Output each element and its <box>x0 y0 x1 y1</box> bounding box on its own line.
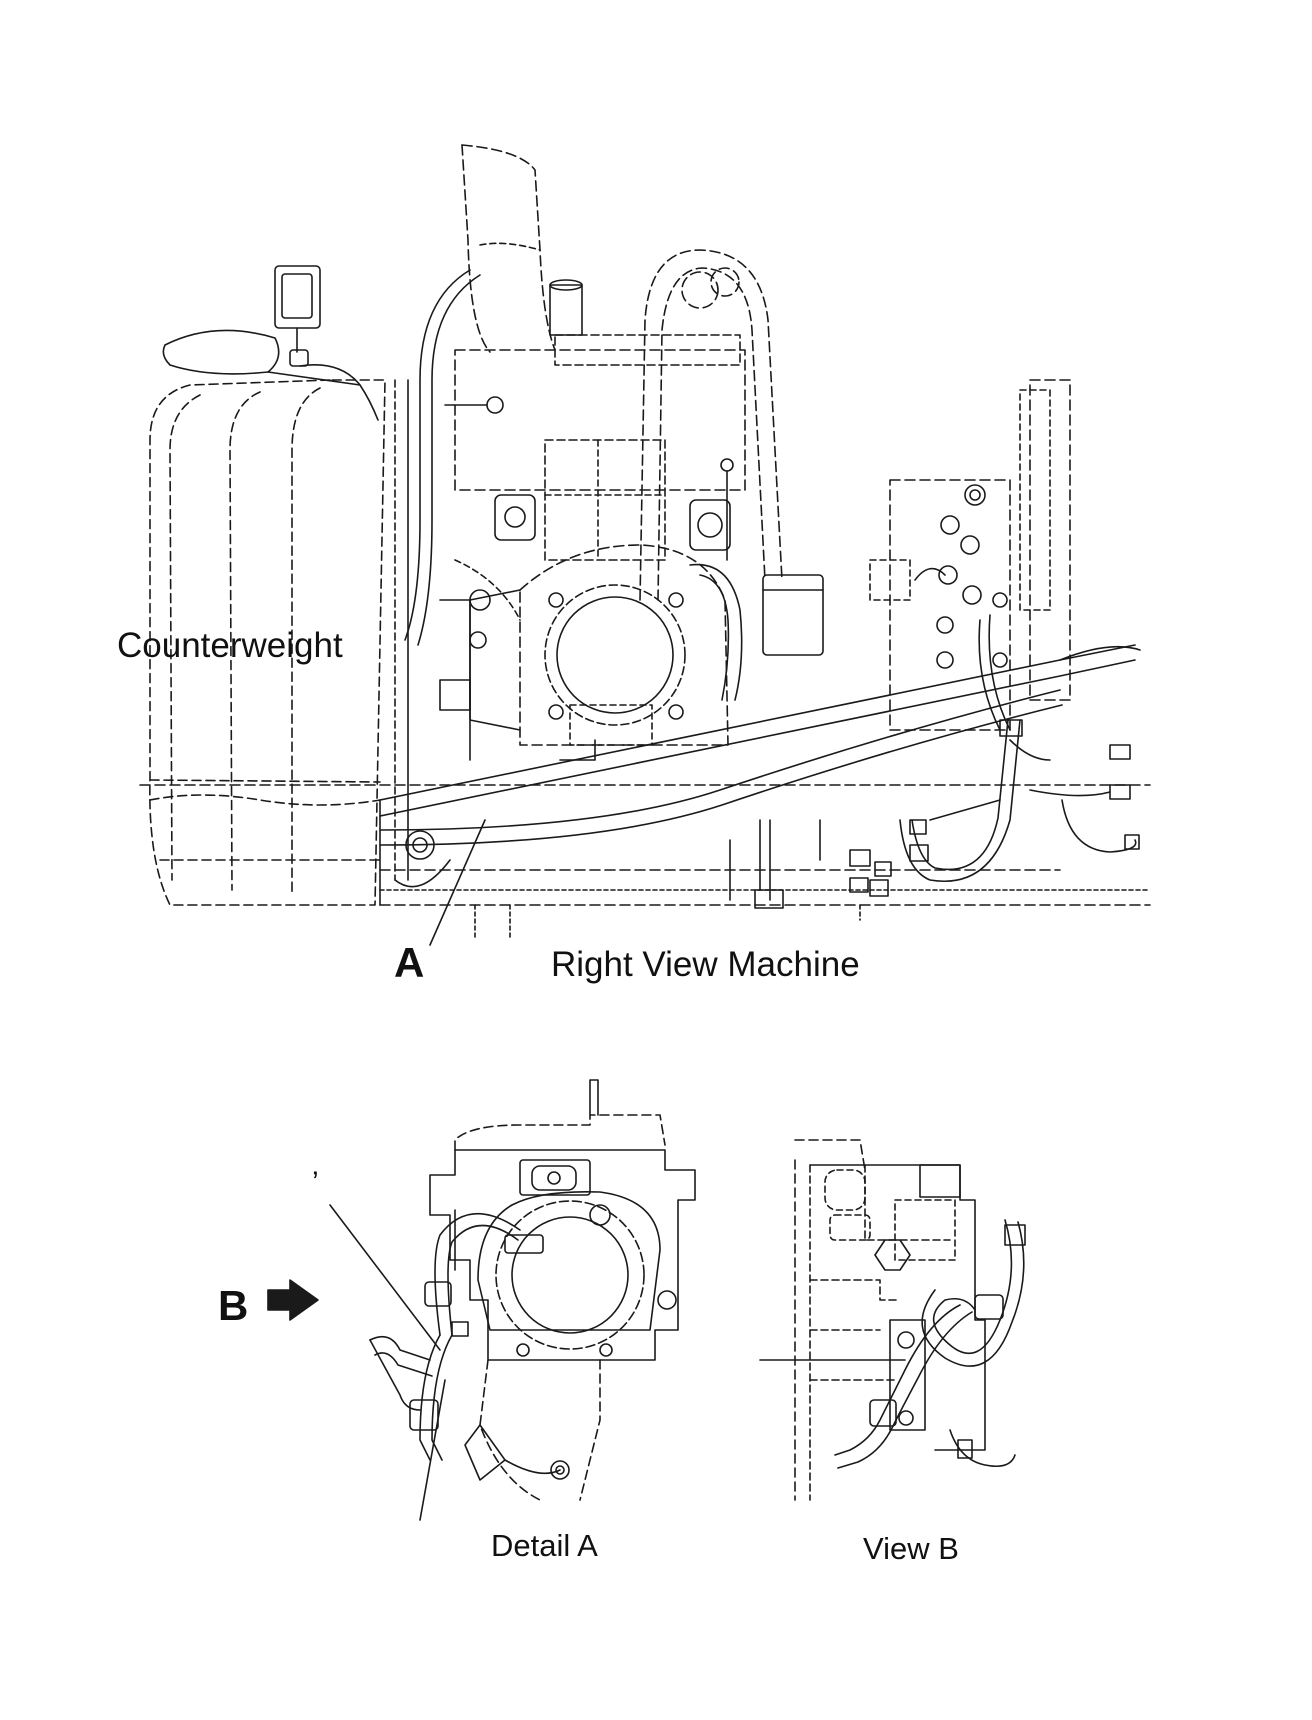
counterweight-label: Counterweight <box>117 626 343 665</box>
work-light-and-mirror <box>162 265 379 421</box>
upper-hose-loop <box>639 249 783 601</box>
right-view-machine-drawing <box>139 144 1151 946</box>
detail-a-lower-leader <box>419 1379 446 1521</box>
detail-a-title: Detail A <box>491 1528 598 1563</box>
frame-rail <box>139 644 1151 941</box>
detail-a-upper-leader <box>329 1204 441 1351</box>
engine-components <box>439 458 824 761</box>
lower-right-harness <box>729 719 1021 909</box>
view-b-direction-arrow <box>267 1279 319 1321</box>
control-valve-stack <box>869 379 1140 853</box>
callout-a-label: A <box>394 939 425 986</box>
exhaust-pipe <box>461 144 556 353</box>
left-harness <box>394 269 504 881</box>
right-view-machine-title: Right View Machine <box>551 945 860 984</box>
leader-line-a <box>429 819 486 946</box>
view-b-title: View B <box>863 1531 959 1566</box>
counterweight-shape <box>149 379 386 906</box>
view-b-drawing <box>759 1139 1026 1501</box>
flywheel-housing <box>469 544 729 746</box>
engine-upper-block <box>454 279 746 561</box>
detail-a-drawing <box>267 1079 696 1521</box>
callout-b-label: B <box>218 1282 249 1329</box>
tick-mark-label: ’ <box>312 1166 319 1199</box>
